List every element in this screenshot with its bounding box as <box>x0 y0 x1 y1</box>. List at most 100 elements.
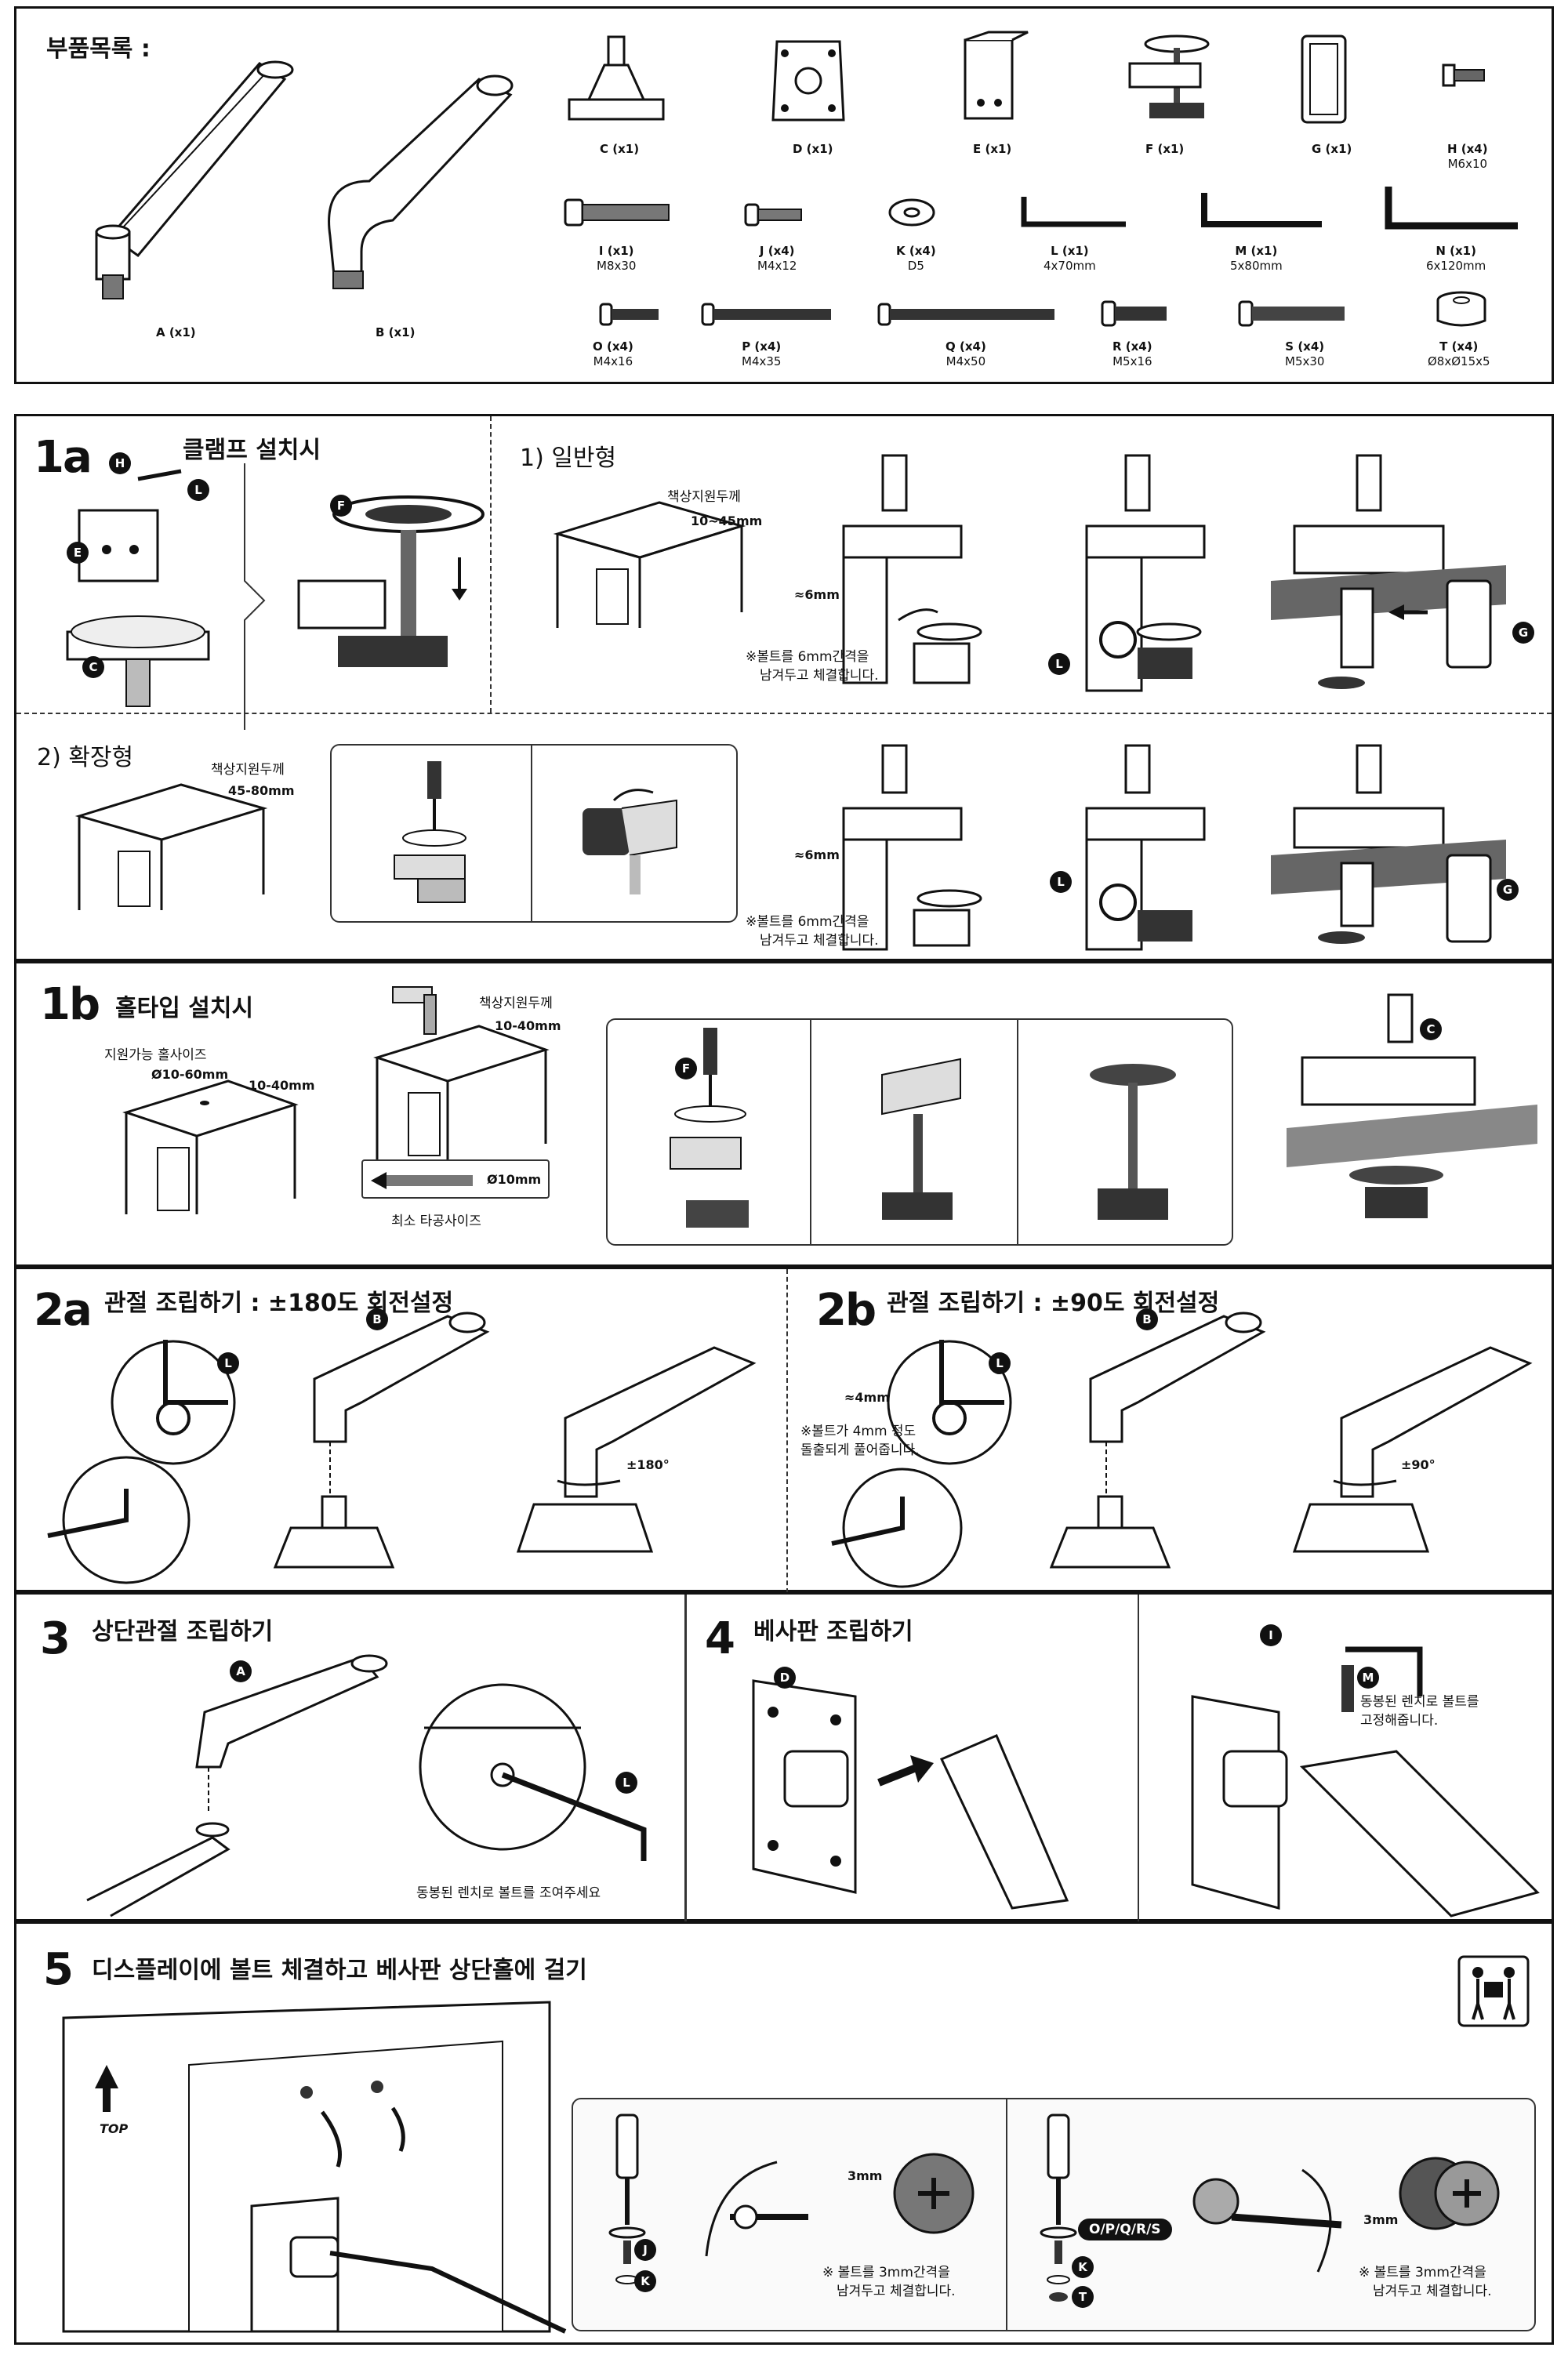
wrench-detail-2a-bottom-illustration <box>40 1457 197 1591</box>
chevron-divider-icon <box>241 463 272 730</box>
two-person-lift-icon <box>1457 1955 1530 2027</box>
part-h-label: H (x4) M6x10 <box>1447 142 1488 172</box>
part-t-label: T (x4) Ø8xØ15x5 <box>1428 339 1490 369</box>
badge-h: H <box>109 452 131 474</box>
step-1b-panel: 1b 홀타입 설치시 지원가능 홀사이즈 Ø10-60mm 10-40mm 책상… <box>14 961 1554 1267</box>
vesa-plate-illustration <box>738 1665 1067 1908</box>
part-t-illustration <box>1434 291 1489 330</box>
badge-k-5: K <box>634 2270 656 2292</box>
step-4-note-line2: 고정해줍니다. <box>1360 1712 1438 1729</box>
part-f-label: F (x1) <box>1145 142 1184 157</box>
part-s-count: S (x4) <box>1285 339 1324 354</box>
part-i-label: I (x1) M8x30 <box>597 244 636 274</box>
drill-size-label: Ø10mm <box>487 1172 541 1187</box>
part-r-illustration <box>1102 300 1173 327</box>
badge-t-5: T <box>1072 2286 1094 2308</box>
wrench-detail-3-illustration <box>408 1681 667 1853</box>
clamp-step3-illustration <box>1271 455 1522 706</box>
drill-thickness-range: 10-40mm <box>495 1018 561 1033</box>
step-5-title: 디스플레이에 볼트 체결하고 베사판 상단홀에 걸기 <box>92 1950 587 1985</box>
part-n-spec: 6x120mm <box>1426 259 1486 273</box>
gap-6mm-label: ≈6mm <box>794 587 840 602</box>
badge-e: E <box>67 542 89 564</box>
part-d-label: D (x1) <box>793 142 833 157</box>
hole-desk-illustration <box>118 1081 299 1222</box>
divider-2a-2b <box>786 1269 788 1593</box>
part-i-spec: M8x30 <box>597 259 636 273</box>
step-5-panel: 5 디스플레이에 볼트 체결하고 베사판 상단홀에 걸기 TOP J K <box>14 1921 1554 2345</box>
wrench-detail-2b-bottom-illustration <box>824 1465 973 1591</box>
part-c-label: C (x1) <box>600 142 639 157</box>
top-label: TOP <box>100 2121 128 2136</box>
part-l-count: L (x1) <box>1051 244 1089 258</box>
ext-gap-6mm-label: ≈6mm <box>794 847 840 862</box>
bolt-note-left-line1: ※ 볼트를 3mm간격을 <box>822 2264 950 2281</box>
part-i-count: I (x1) <box>599 244 634 258</box>
part-p-count: P (x4) <box>742 339 781 354</box>
clamp-f-illustration <box>291 495 495 683</box>
arm-a-assembly-illustration <box>79 1642 416 1916</box>
part-p-illustration <box>702 303 836 326</box>
ext-clamp-step2-illustration <box>1063 746 1220 957</box>
badge-l: L <box>187 479 209 501</box>
hole-plate-illustration <box>1070 1051 1196 1232</box>
hole-box-divider-1 <box>810 1020 811 1244</box>
part-t-count: T (x4) <box>1439 339 1478 354</box>
divider-normal-ext <box>16 713 1552 714</box>
badge-b-2a: B <box>366 1308 388 1330</box>
desk-thickness-label: 책상지원두께 <box>667 488 741 506</box>
clamp-rotate-illustration <box>583 777 700 910</box>
part-q-count: Q (x4) <box>946 339 986 354</box>
part-c-illustration <box>565 37 667 131</box>
divider-1a <box>490 416 492 713</box>
part-n-illustration <box>1385 183 1522 234</box>
step-4-title: 베사판 조립하기 <box>753 1612 913 1646</box>
min-hole-label: 최소 타공사이즈 <box>391 1213 481 1230</box>
desk-thickness-range: 10~45mm <box>691 513 762 528</box>
part-q-spec: M4x50 <box>946 354 985 368</box>
screwdriver-icon <box>655 1028 780 1239</box>
gap-3mm-label-right: 3mm <box>1363 2212 1398 2227</box>
part-l-spec: 4x70mm <box>1044 259 1096 273</box>
part-j-label: J (x4) M4x12 <box>757 244 797 274</box>
hole-size-range: Ø10-60mm <box>151 1067 228 1082</box>
hole-conversion-box <box>606 1018 1233 1246</box>
arm-a-illustration <box>79 40 314 307</box>
part-m-count: M (x1) <box>1235 244 1277 258</box>
step-1b-title: 홀타입 설치시 <box>115 989 253 1023</box>
part-o-label: O (x4) M4x16 <box>593 339 633 369</box>
drill-thickness-label: 책상지원두께 <box>479 995 553 1012</box>
bolt-note-right-line1: ※ 볼트를 3mm간격을 <box>1359 2264 1486 2281</box>
ext-gap-note-line1: ※볼트를 6mm간격을 <box>746 913 869 931</box>
part-o-spec: M4x16 <box>593 354 633 368</box>
badge-l-3: L <box>615 1772 637 1794</box>
badge-m-4: M <box>1357 1667 1379 1689</box>
part-q-label: Q (x4) M4x50 <box>946 339 986 369</box>
part-f-illustration <box>1122 32 1216 126</box>
part-h-count: H (x4) <box>1447 142 1488 156</box>
step-4-note-line1: 동봉된 렌치로 볼트를 <box>1360 1693 1479 1711</box>
normal-type-title: 1) 일반형 <box>520 438 616 473</box>
part-h-illustration <box>1443 63 1490 87</box>
step-2b-number: 2b <box>816 1285 875 1336</box>
step-3-number: 3 <box>40 1613 69 1664</box>
gap-4mm-note-line1: ※볼트가 4mm 정도 <box>800 1423 916 1440</box>
part-s-illustration <box>1240 300 1349 327</box>
part-e-illustration <box>949 32 1028 126</box>
part-l-label: L (x1) 4x70mm <box>1044 244 1096 274</box>
hole-size-label: 지원가능 홀사이즈 <box>104 1047 207 1064</box>
part-k-count: K (x4) <box>896 244 936 258</box>
gap-4mm-note-line2: 돌출되게 풀어줍니다. <box>800 1442 920 1459</box>
part-l-illustration <box>1020 193 1130 232</box>
badge-c: C <box>82 656 104 678</box>
badge-c-1b: C <box>1420 1018 1442 1040</box>
bolt-box-divider <box>1006 2099 1007 2330</box>
part-a-label: A (x1) <box>156 325 196 340</box>
bolt-set-pill: O/P/Q/R/S <box>1078 2219 1172 2240</box>
part-s-spec: M5x30 <box>1285 354 1324 368</box>
part-g-label: G (x1) <box>1312 142 1352 157</box>
part-q-illustration <box>879 303 1059 326</box>
part-p-spec: M4x35 <box>742 354 781 368</box>
hole-mounted-illustration <box>1287 995 1545 1254</box>
badge-f: F <box>330 495 352 517</box>
